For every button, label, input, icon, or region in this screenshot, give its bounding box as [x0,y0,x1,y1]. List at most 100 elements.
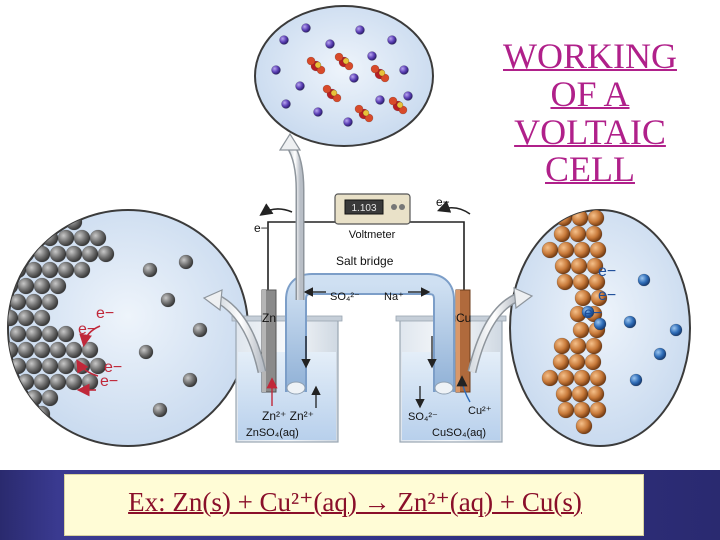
copper-atom [556,273,574,291]
copper-atom [555,385,573,403]
copper-atom [541,369,559,387]
zinc-atom [41,325,59,343]
zinc-atom [41,421,59,439]
sulfate-ion [332,93,342,103]
zinc-atom [33,213,51,231]
copper-atom [586,257,604,275]
zinc-ion [152,402,168,418]
copper-ion [623,315,637,329]
zinc-atom [9,229,27,247]
right-electron-annotations: e− e− e− [584,263,616,322]
cathode-anion-label: SO₄²⁻ [408,411,438,423]
zinc-atom [33,405,51,423]
copper-ion [637,273,651,287]
zinc-atom [25,229,43,247]
copper-ions [581,273,683,387]
zinc-atom [41,293,59,311]
title-line-1: WORKING [503,36,677,76]
sodium-ion [375,95,385,105]
zinc-atom [25,325,43,343]
sulfate-ion [354,104,364,114]
zinc-atom [17,213,35,231]
sulfate-ion [370,64,380,74]
zinc-atom [97,245,115,263]
zinc-atom [65,373,83,391]
zinc-atom [65,341,83,359]
zinc-atom [9,421,27,439]
copper-ion [593,317,607,331]
copper-atom [553,225,571,243]
copper-atom [572,321,590,339]
zinc-atom [17,277,35,295]
sulfate-ion [388,96,398,106]
copper-atom [587,385,605,403]
sulfate-ion [378,69,386,77]
copper-atom [573,401,591,419]
copper-atom [574,289,592,307]
title-line-3: VOLTAIC [514,111,666,152]
copper-lattice [541,210,608,435]
zinc-ion [178,254,194,270]
copper-atom [552,353,570,371]
copper-atom [557,369,575,387]
zinc-atom [89,229,107,247]
external-circuit [267,221,465,292]
zinc-atom [8,405,19,423]
title-line-4: CELL [545,149,635,190]
zinc-atom [17,245,35,263]
zinc-atom [41,261,59,279]
electron-label-zn-3: e− [104,359,122,376]
sodium-ion [387,35,397,45]
sulfate-ion [344,61,354,71]
zinc-atom [17,309,35,327]
zinc-atom [49,277,67,295]
zinc-atom [9,389,27,407]
sodium-ion [271,65,281,75]
zinc-ions [138,254,208,418]
left-magnified-view [7,209,249,447]
zinc-atom [33,245,51,263]
zinc-ion [182,372,198,388]
copper-atom [584,353,602,371]
zinc-ion [138,344,154,360]
sodium-ion [343,117,353,127]
copper-atom [585,337,603,355]
sulfate-ion [380,73,390,83]
copper-atom [585,225,603,243]
sulfate-ion [364,113,374,123]
anode-ions-label: Zn²⁺ Zn²⁺ [262,409,314,423]
sulfate-ion [322,84,332,94]
zinc-atom [25,389,43,407]
voltmeter-label: Voltmeter [349,229,396,241]
sodium-ion [281,99,291,109]
zinc-ion [142,262,158,278]
slide-title: WORKING OF A VOLTAIC CELL [480,36,700,190]
zinc-atom [33,341,51,359]
zinc-atom [81,245,99,263]
sodium-ion [313,107,323,117]
electron-label-zn-4: e− [100,373,118,390]
copper-electrode: Cu [455,289,471,393]
zinc-atom [57,325,75,343]
zinc-atom [25,357,43,375]
zinc-atom [8,213,19,231]
copper-atom [570,257,588,275]
zinc-atom [89,357,107,375]
electron-label-zn-1: e− [96,305,114,322]
copper-atom [541,241,559,259]
copper-atom [588,273,606,291]
copper-atom [589,401,607,419]
sulfate-ion [314,61,322,69]
sulfate-ion [330,89,338,97]
zinc-atom [9,325,27,343]
electron-label-cu-1: e− [598,263,616,280]
electron-flow-arrow-right [437,200,471,215]
zinc-atom [33,373,51,391]
zinc-atom [8,245,19,263]
copper-atom [557,241,575,259]
zinc-atom [25,421,43,439]
electron-label-left: e− [254,221,268,235]
zinc-atom [33,309,51,327]
copper-atom [554,257,572,275]
